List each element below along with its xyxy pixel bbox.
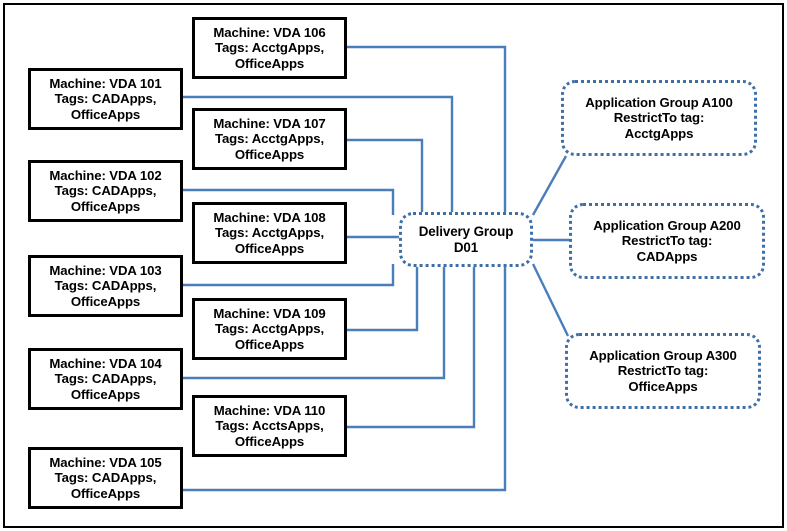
wire-dg-to-a100 <box>531 155 568 216</box>
machine-node-vda-108[interactable]: Machine: VDA 108 Tags: AcctgApps, Office… <box>192 202 347 264</box>
wire-vda-106 <box>347 45 507 215</box>
application-group-node-a300[interactable]: Application Group A300 RestrictTo tag: O… <box>565 333 761 409</box>
wire-vda-102 <box>183 188 395 215</box>
machine-label-vda-105: Machine: VDA 105 Tags: CADApps, OfficeAp… <box>49 454 162 501</box>
application-group-node-a200[interactable]: Application Group A200 RestrictTo tag: C… <box>569 203 765 279</box>
machine-node-vda-104[interactable]: Machine: VDA 104 Tags: CADApps, OfficeAp… <box>28 348 183 410</box>
delivery-group-node-d01[interactable]: Delivery Group D01 <box>399 212 533 267</box>
machine-node-vda-106[interactable]: Machine: VDA 106 Tags: AcctgApps, Office… <box>192 17 347 79</box>
wire-vda-103 <box>183 264 395 287</box>
wire-vda-107 <box>347 138 424 215</box>
machine-node-vda-110[interactable]: Machine: VDA 110 Tags: AcctsApps, Office… <box>192 395 347 457</box>
wire-vda-110 <box>347 264 476 429</box>
wire-vda-105 <box>183 264 507 492</box>
machine-node-vda-101[interactable]: Machine: VDA 101 Tags: CADApps, OfficeAp… <box>28 68 183 130</box>
machine-node-vda-107[interactable]: Machine: VDA 107 Tags: AcctgApps, Office… <box>192 108 347 170</box>
machine-node-vda-102[interactable]: Machine: VDA 102 Tags: CADApps, OfficeAp… <box>28 160 183 222</box>
wire-dg-to-a300 <box>531 263 570 337</box>
machine-label-vda-109: Machine: VDA 109 Tags: AcctgApps, Office… <box>213 305 326 352</box>
wire-vda-109 <box>347 264 419 332</box>
machine-label-vda-103: Machine: VDA 103 Tags: CADApps, OfficeAp… <box>49 262 162 309</box>
machine-label-vda-101: Machine: VDA 101 Tags: CADApps, OfficeAp… <box>49 75 162 122</box>
wire-vda-104 <box>183 264 446 380</box>
machine-node-vda-109[interactable]: Machine: VDA 109 Tags: AcctgApps, Office… <box>192 298 347 360</box>
application-group-label-a100: Application Group A100 RestrictTo tag: A… <box>585 94 733 141</box>
application-group-node-a100[interactable]: Application Group A100 RestrictTo tag: A… <box>561 80 757 156</box>
machine-label-vda-104: Machine: VDA 104 Tags: CADApps, OfficeAp… <box>49 355 162 402</box>
application-group-label-a300: Application Group A300 RestrictTo tag: O… <box>589 347 737 394</box>
delivery-group-label: Delivery Group D01 <box>418 223 514 255</box>
machine-label-vda-108: Machine: VDA 108 Tags: AcctgApps, Office… <box>213 209 326 256</box>
machine-label-vda-102: Machine: VDA 102 Tags: CADApps, OfficeAp… <box>49 167 162 214</box>
wire-vda-101 <box>183 95 454 215</box>
machine-label-vda-110: Machine: VDA 110 Tags: AcctsApps, Office… <box>213 402 326 449</box>
machine-label-vda-106: Machine: VDA 106 Tags: AcctgApps, Office… <box>213 24 326 71</box>
machine-node-vda-103[interactable]: Machine: VDA 103 Tags: CADApps, OfficeAp… <box>28 255 183 317</box>
machine-node-vda-105[interactable]: Machine: VDA 105 Tags: CADApps, OfficeAp… <box>28 447 183 509</box>
application-group-label-a200: Application Group A200 RestrictTo tag: C… <box>593 217 741 264</box>
machine-label-vda-107: Machine: VDA 107 Tags: AcctgApps, Office… <box>213 115 326 162</box>
